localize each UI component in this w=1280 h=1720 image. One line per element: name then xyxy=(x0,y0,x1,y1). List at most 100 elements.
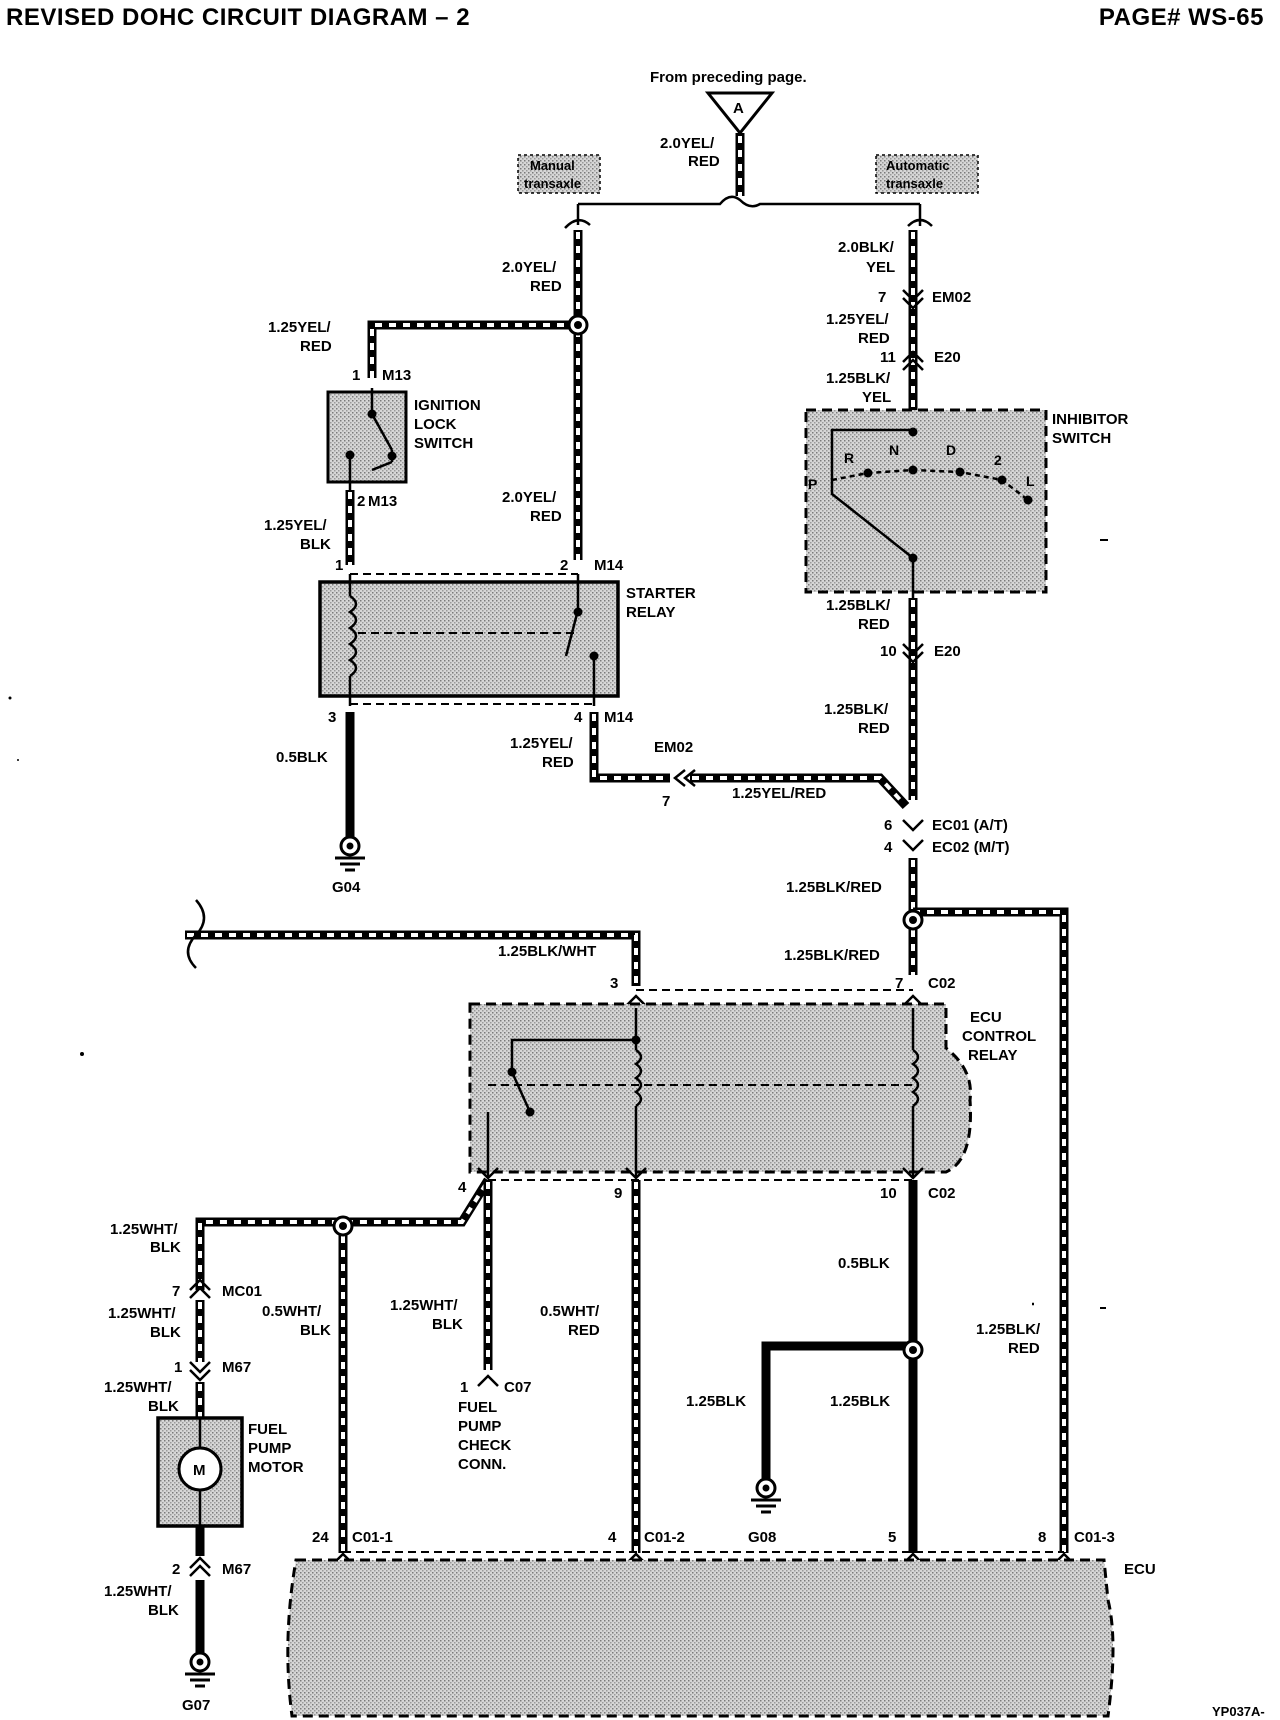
pin-label: 2 xyxy=(172,1561,180,1578)
wire-label: 2.0YEL/ xyxy=(502,259,557,276)
wire-label: 1.25BLK xyxy=(686,1393,746,1410)
wire-label: 1.25BLK/RED xyxy=(786,879,882,896)
contact-node xyxy=(908,427,918,437)
position-label: N xyxy=(889,442,899,458)
manual-note: transaxle xyxy=(524,176,581,191)
pin-label: 4 xyxy=(884,839,893,856)
contact-node xyxy=(345,450,355,460)
wire-label: 1.25BLK/WHT xyxy=(498,943,596,960)
position-label: L xyxy=(1026,473,1035,489)
pin-label: 3 xyxy=(328,709,336,726)
pin-label: 2 xyxy=(560,557,568,574)
connector-m67-top-symbol xyxy=(189,1361,211,1382)
wire-label: 1.25YEL/ xyxy=(510,735,573,752)
component-label: INHIBITOR xyxy=(1052,411,1129,428)
pin-label: 9 xyxy=(614,1185,622,1202)
pin-label: 1 xyxy=(174,1359,182,1376)
connector-m67-bottom-symbol xyxy=(189,1556,211,1577)
component-label: RELAY xyxy=(968,1047,1017,1064)
connector-e20-bottom-symbol xyxy=(902,643,924,664)
contact-node xyxy=(1023,495,1033,505)
connector-label: EM02 xyxy=(932,289,971,306)
component-label: LOCK xyxy=(414,416,457,433)
wire-label: 2.0YEL/ xyxy=(502,489,557,506)
connector-label: M13 xyxy=(382,367,411,384)
wire-label: 1.25WHT/ xyxy=(108,1305,176,1322)
wire-label: 0.5WHT/ xyxy=(540,1303,600,1320)
connector-label: M67 xyxy=(222,1561,251,1578)
ground-label: G07 xyxy=(182,1697,210,1714)
connector-label: C01-1 xyxy=(352,1529,393,1546)
contact-node xyxy=(997,475,1007,485)
component-label: SWITCH xyxy=(1052,430,1111,447)
component-label: SWITCH xyxy=(414,435,473,452)
component-label: STARTER xyxy=(626,585,696,602)
pin-label: 10 xyxy=(880,1185,897,1202)
wire-label: RED xyxy=(530,278,562,295)
from-preceding-label: From preceding page. xyxy=(650,69,807,86)
connector-a-triangle xyxy=(704,91,776,136)
wire-label: RED xyxy=(858,616,890,633)
wire-label: BLK xyxy=(300,1322,331,1339)
connector-label: EM02 xyxy=(654,739,693,756)
wire-label: 0.5BLK xyxy=(838,1255,890,1272)
pin-label: 1 xyxy=(335,557,343,574)
starter-relay-box xyxy=(318,580,620,698)
component-label: PUMP xyxy=(458,1418,501,1435)
wire-label: 0.5WHT/ xyxy=(262,1303,322,1320)
wire-label: 1.25WHT/ xyxy=(390,1297,458,1314)
component-label: CONTROL xyxy=(962,1028,1036,1045)
pin-label: 7 xyxy=(172,1283,180,1300)
wire-label: BLK xyxy=(300,536,331,553)
connector-ec01-ec02-symbol xyxy=(902,819,924,852)
diagram-title: REVISED DOHC CIRCUIT DIAGRAM – 2 xyxy=(6,4,471,31)
wire-label: YEL xyxy=(866,259,895,276)
pin-label: 1 xyxy=(460,1379,468,1396)
component-label: IGNITION xyxy=(414,397,481,414)
pin-label: 4 xyxy=(458,1179,467,1196)
contact-node xyxy=(631,1035,641,1045)
wire-label: 0.5BLK xyxy=(276,749,328,766)
contact-node xyxy=(955,467,965,477)
connector-em02-symbol xyxy=(902,289,924,310)
manual-note-box xyxy=(517,154,601,194)
component-label: PUMP xyxy=(248,1440,291,1457)
component-label: RELAY xyxy=(626,604,675,621)
pin-label: 11 xyxy=(880,349,896,366)
wire-label: YEL xyxy=(862,389,891,406)
pin-label: 4 xyxy=(608,1529,617,1546)
pin-label: 4 xyxy=(574,709,583,726)
pin-label: 7 xyxy=(895,975,903,992)
wire-fuel-pump-feed xyxy=(195,1177,492,1553)
wire-ignition-feed xyxy=(367,320,578,378)
wire-label: 1.25BLK/ xyxy=(826,370,891,387)
automatic-note-box xyxy=(875,154,979,194)
contact-node xyxy=(589,651,599,661)
connector-label: C01-3 xyxy=(1074,1529,1115,1546)
automatic-note: Automatic xyxy=(886,158,950,173)
ground-g04-symbol xyxy=(335,835,365,872)
wire-label: 1.25WHT/ xyxy=(110,1221,178,1238)
contact-node xyxy=(525,1107,535,1117)
connector-label: C07 xyxy=(504,1379,532,1396)
manual-note: Manual xyxy=(530,158,575,173)
wire-label: RED xyxy=(1008,1340,1040,1357)
wire-label: 1.25BLK/ xyxy=(824,701,889,718)
position-label: R xyxy=(844,450,854,466)
pin-label: 1 xyxy=(352,367,360,384)
ignition-lock-switch-box xyxy=(326,390,408,484)
connector-c07-symbol xyxy=(477,1374,499,1387)
wire-label: 2.0YEL/ xyxy=(660,135,715,152)
pin-label: 5 xyxy=(888,1529,896,1546)
inhibitor-switch-box xyxy=(804,408,1048,594)
wire-label: RED xyxy=(858,330,890,347)
component-label: CONN. xyxy=(458,1456,506,1473)
wire-label: RED xyxy=(568,1322,600,1339)
wire-label: 2.0BLK/ xyxy=(838,239,895,256)
ecu-relay-coils-contacts xyxy=(486,1008,920,1178)
component-label: CHECK xyxy=(458,1437,512,1454)
position-label: D xyxy=(946,442,956,458)
wire-label: 1.25YEL/ xyxy=(268,319,331,336)
splice-node-center xyxy=(574,321,582,329)
